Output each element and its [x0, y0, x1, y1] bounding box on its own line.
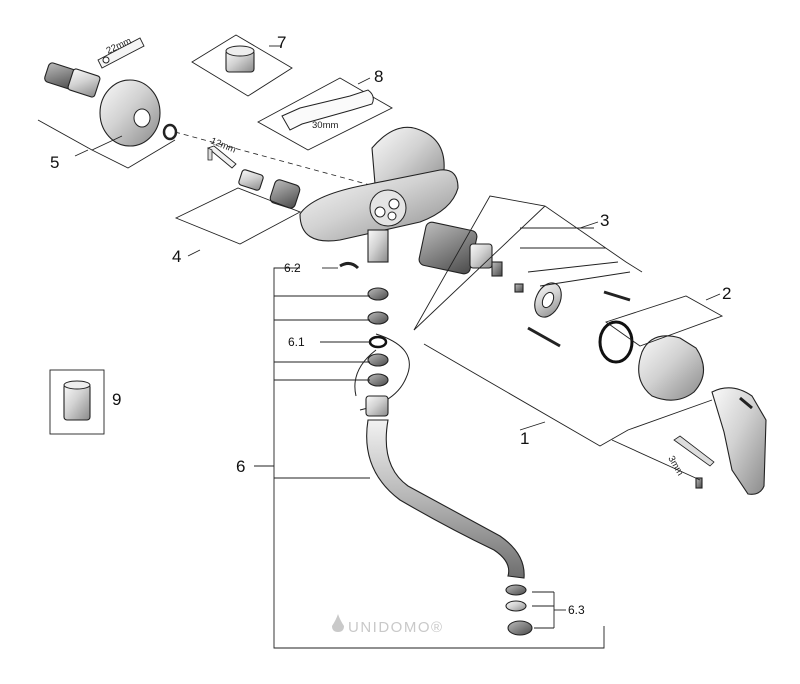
- washer-ring: [162, 123, 178, 141]
- part-2-sleeve: 2: [598, 284, 731, 401]
- callout-4: 4: [172, 247, 181, 266]
- leader-5: [74, 149, 89, 157]
- hex-key-12: 12mm: [207, 136, 238, 169]
- clip-6-2: [339, 261, 360, 270]
- watermark-text: UNIDOMO®: [348, 619, 444, 636]
- callout-9: 9: [112, 390, 121, 409]
- callout-6-3: 6.3: [568, 603, 585, 617]
- union-nipple: [238, 169, 264, 191]
- drop-icon: [332, 614, 344, 632]
- callout-6: 6: [236, 457, 245, 476]
- part-9-aerator-box: 9: [49, 369, 121, 435]
- watermark: UNIDOMO®: [332, 614, 444, 636]
- union-nut: [269, 179, 301, 209]
- escutcheon-sleeve: [638, 335, 705, 401]
- part-3-cartridge-set: 3: [413, 195, 643, 348]
- o-ring: [598, 320, 634, 364]
- callout-7: 7: [277, 33, 286, 52]
- callout-5: 5: [50, 153, 59, 172]
- o-ring-6-1: [368, 335, 388, 349]
- hex-key-22: 22mm: [97, 36, 145, 69]
- eccentric-connector: [44, 62, 101, 98]
- callout-6-2: 6.2: [284, 261, 301, 275]
- bracket-6: [254, 267, 605, 649]
- part-1-lever-handle: 3mm 1: [423, 343, 767, 495]
- leader-5-b: [91, 139, 176, 169]
- part-6-spout-set: 6.2 6.1 6 6.3: [236, 261, 605, 649]
- cover-plate: [99, 79, 161, 147]
- callout-1: 1: [520, 429, 529, 448]
- callout-3: 3: [600, 211, 609, 230]
- part-8-wrench-box: 30mm 8: [257, 67, 393, 151]
- hex-key-3: 3mm: [665, 435, 715, 478]
- part-7-aerator-box: 7: [191, 33, 293, 97]
- callout-2: 2: [722, 284, 731, 303]
- spout-pipe: [366, 419, 525, 579]
- callout-6-1: 6.1: [288, 335, 305, 349]
- grub-screw: [695, 477, 703, 489]
- mounting-screws: [527, 290, 631, 348]
- part-4-nut-set: 12mm 4: [172, 136, 302, 266]
- part-5-connector-set: 22mm 5: [37, 36, 178, 172]
- dimension-30mm: 30mm: [312, 120, 338, 131]
- mixer-body: [299, 126, 459, 263]
- assembly-axis: [174, 131, 371, 186]
- callout-8: 8: [374, 67, 383, 86]
